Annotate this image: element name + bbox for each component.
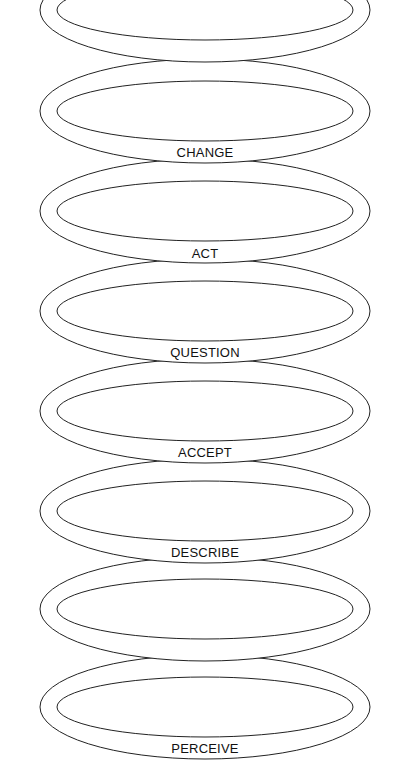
stage-label: QUESTION — [170, 345, 240, 360]
stage-label: CHANGE — [177, 145, 234, 160]
stage-label: ACCEPT — [178, 445, 232, 460]
stage-label: PERCEIVE — [171, 741, 238, 756]
stage-label: DESCRIBE — [171, 545, 239, 560]
stage-label: ACT — [192, 246, 219, 261]
